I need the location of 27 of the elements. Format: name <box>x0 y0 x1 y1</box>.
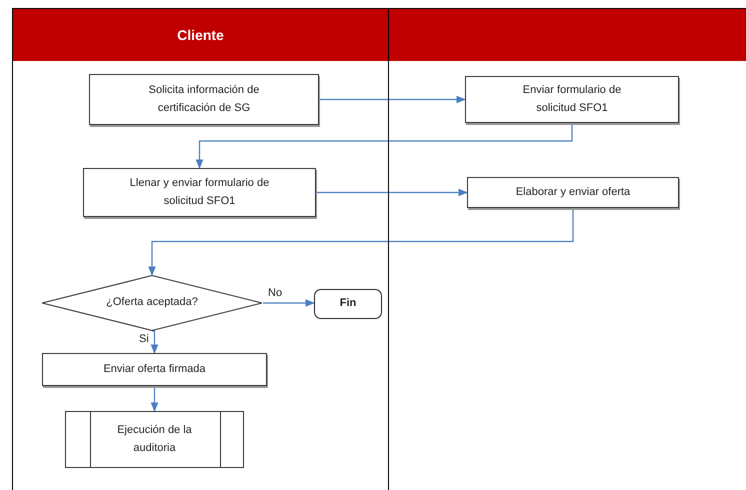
swimlane <box>12 8 389 490</box>
edge-label: Si <box>138 333 150 346</box>
subprocess-box <box>65 411 244 468</box>
arrow <box>148 208 574 276</box>
arrow <box>319 96 466 104</box>
arrow <box>263 299 315 307</box>
process-box <box>465 76 679 123</box>
step-text: Solicita información de certificación de SG <box>148 82 260 116</box>
step-text: Enviar oferta firmada <box>103 362 206 377</box>
process-box <box>83 168 316 217</box>
arrow <box>150 386 158 412</box>
lane-title: Cliente <box>177 26 224 45</box>
step-text: Ejecución de la auditoria <box>116 422 193 456</box>
process-box <box>42 353 267 386</box>
decision-diamond <box>41 275 263 331</box>
terminator-box <box>314 289 382 319</box>
step-text: Enviar formulario de solicitud SFO1 <box>522 82 622 116</box>
arrow <box>316 188 468 196</box>
arrow <box>150 330 158 354</box>
process-box <box>467 177 679 208</box>
edge-label: No <box>267 287 284 300</box>
step-text: ¿Oferta aceptada? <box>106 295 198 310</box>
step-text: Llenar y enviar formulario de solicitud SFO1 <box>128 176 270 208</box>
step-text: Elaborar y enviar oferta <box>516 184 630 200</box>
process-box <box>89 74 319 125</box>
step-text: Fin <box>340 296 356 312</box>
arrow <box>196 123 573 169</box>
